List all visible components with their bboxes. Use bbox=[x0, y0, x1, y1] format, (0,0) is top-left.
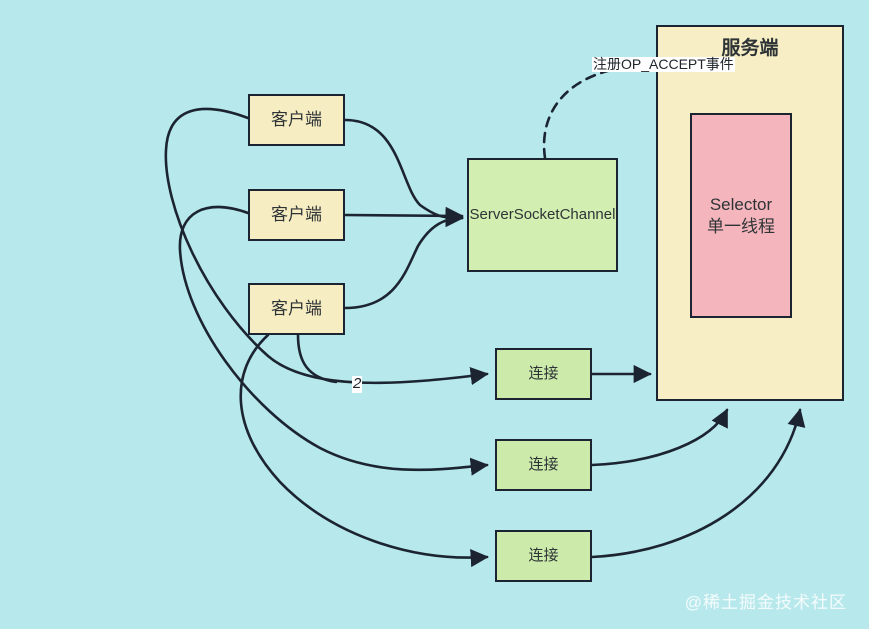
node-client-2-label: 客户端 bbox=[271, 205, 322, 225]
edge-client1-to-ssc bbox=[343, 118, 464, 228]
node-client-1[interactable]: 客户端 bbox=[248, 94, 345, 146]
edge-client2-to-ssc bbox=[343, 206, 464, 225]
edge-label-connection-count: 2 bbox=[352, 375, 363, 393]
edge-client3-to-connection3 bbox=[239, 333, 489, 568]
node-server-label: 服务端 bbox=[721, 38, 779, 59]
node-selector-label: Selector 单一线程 bbox=[707, 194, 775, 236]
node-connection-1-label: 连接 bbox=[528, 365, 559, 383]
node-connection-1[interactable]: 连接 bbox=[495, 348, 592, 400]
watermark: @稀土掘金技术社区 bbox=[684, 593, 847, 612]
node-client-3-label: 客户端 bbox=[271, 299, 322, 319]
node-server-socket-channel-label: ServerSocketChannel bbox=[469, 206, 616, 224]
node-server-socket-channel[interactable]: ServerSocketChannel bbox=[467, 158, 618, 272]
node-client-3[interactable]: 客户端 bbox=[248, 283, 345, 335]
node-selector[interactable]: Selector 单一线程 bbox=[690, 113, 792, 318]
node-connection-3[interactable]: 连接 bbox=[495, 530, 592, 582]
edge-connection3-to-server bbox=[590, 408, 806, 559]
edge-connection2-to-server bbox=[590, 408, 729, 467]
edge-label-register-op-accept: 注册OP_ACCEPT事件 bbox=[592, 56, 735, 73]
node-connection-2-label: 连接 bbox=[528, 456, 559, 474]
edge-client1-to-connection1 bbox=[164, 107, 489, 386]
node-connection-3-label: 连接 bbox=[528, 547, 559, 565]
node-client-1-label: 客户端 bbox=[271, 110, 322, 130]
edge-client3-hook-to-connection1 bbox=[296, 333, 338, 384]
node-connection-2[interactable]: 连接 bbox=[495, 439, 592, 491]
node-client-2[interactable]: 客户端 bbox=[248, 189, 345, 241]
edge-client3-to-ssc bbox=[343, 208, 464, 310]
edge-client2-to-connection2 bbox=[178, 205, 489, 476]
